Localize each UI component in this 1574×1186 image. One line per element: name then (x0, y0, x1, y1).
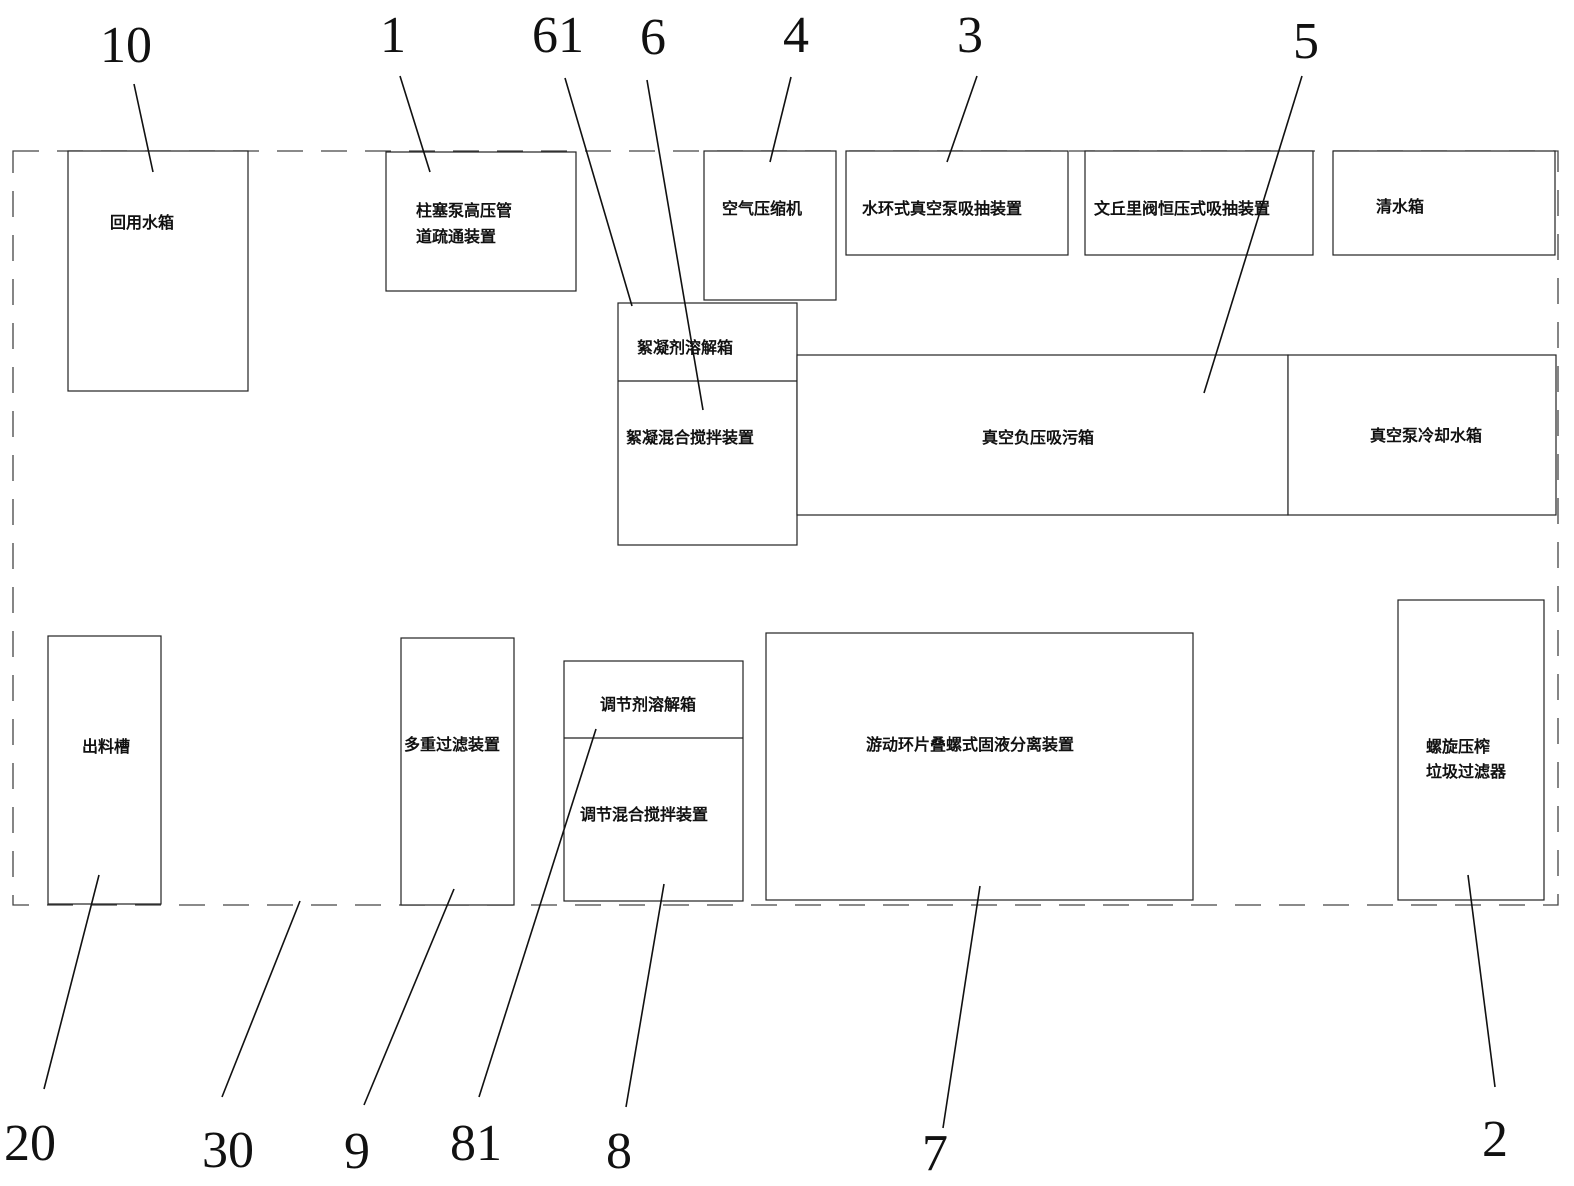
regulator-dissolving-tank-label: 调节剂溶解箱 (600, 695, 696, 714)
vacuum-pump-cooling-tank-box (1287, 354, 1557, 516)
ref-number-6: 6 (640, 9, 666, 66)
ref-number-9: 9 (344, 1123, 370, 1180)
vacuum-pump-cooling-tank-label: 真空泵冷却水箱 (1370, 426, 1482, 445)
multi-filter-label: 多重过滤装置 (404, 735, 500, 754)
ref-number-1: 1 (380, 7, 406, 64)
leader-10 (133, 83, 154, 173)
ref-number-20: 20 (4, 1115, 56, 1172)
air-compressor-label: 空气压缩机 (722, 199, 802, 218)
screw-separator-box (765, 632, 1194, 901)
discharge-trough-box (47, 635, 162, 905)
plunger-pump-dredging-label-line1: 柱塞泵高压管 (416, 201, 512, 220)
plunger-pump-dredging-label-line2: 道疏通装置 (416, 227, 496, 246)
leader-2 (1467, 874, 1496, 1088)
ref-number-8: 8 (606, 1123, 632, 1180)
ref-number-7: 7 (922, 1125, 948, 1182)
spiral-filter-label-line1: 螺旋压榨 (1426, 737, 1490, 756)
leader-61 (564, 77, 633, 307)
venturi-suction-label: 文丘里阀恒压式吸抽装置 (1094, 199, 1270, 218)
ref-number-4: 4 (783, 7, 809, 64)
ref-number-61: 61 (532, 7, 584, 64)
spiral-filter-box (1397, 599, 1545, 901)
flocculant-dissolving-tank-label: 絮凝剂溶解箱 (637, 338, 733, 357)
air-compressor-box (703, 150, 837, 301)
ref-number-30: 30 (202, 1122, 254, 1179)
leader-1 (399, 75, 431, 173)
reuse-water-tank-label: 回用水箱 (110, 213, 174, 232)
leader-20 (43, 874, 100, 1090)
leader-8 (625, 883, 665, 1108)
spiral-filter-label-line2: 垃圾过滤器 (1426, 762, 1507, 781)
leader-4 (769, 76, 792, 163)
water-ring-vacuum-label: 水环式真空泵吸抽装置 (862, 199, 1022, 218)
ref-number-81: 81 (450, 1115, 502, 1172)
leader-3 (946, 75, 978, 163)
leader-81 (478, 728, 597, 1098)
floc-mixing-device-label: 絮凝混合搅拌装置 (626, 428, 754, 447)
discharge-trough-label: 出料槽 (82, 737, 130, 756)
vacuum-sewage-tank-label: 真空负压吸污箱 (982, 428, 1094, 447)
leader-6 (646, 79, 704, 411)
leader-30 (221, 900, 301, 1098)
leader-5 (1203, 75, 1303, 394)
plunger-pump-dredging-box (385, 151, 577, 292)
venturi-suction-box (1084, 150, 1314, 256)
vacuum-sewage-tank-box (796, 354, 1289, 516)
regulator-unit-box (563, 660, 744, 902)
reuse-water-tank-box (67, 150, 249, 392)
regulator-mixing-device-label: 调节混合搅拌装置 (580, 805, 708, 824)
clean-water-tank-label: 清水箱 (1376, 197, 1424, 216)
ref-number-10: 10 (100, 17, 152, 74)
clean-water-tank-box (1332, 150, 1556, 256)
ref-number-5: 5 (1293, 13, 1319, 70)
water-ring-vacuum-box (845, 150, 1069, 256)
leader-9 (363, 888, 455, 1106)
ref-number-3: 3 (957, 7, 983, 64)
multi-filter-box (400, 637, 515, 906)
leader-7 (942, 885, 981, 1129)
ref-number-2: 2 (1482, 1111, 1508, 1168)
screw-separator-label: 游动环片叠螺式固液分离装置 (866, 735, 1074, 754)
